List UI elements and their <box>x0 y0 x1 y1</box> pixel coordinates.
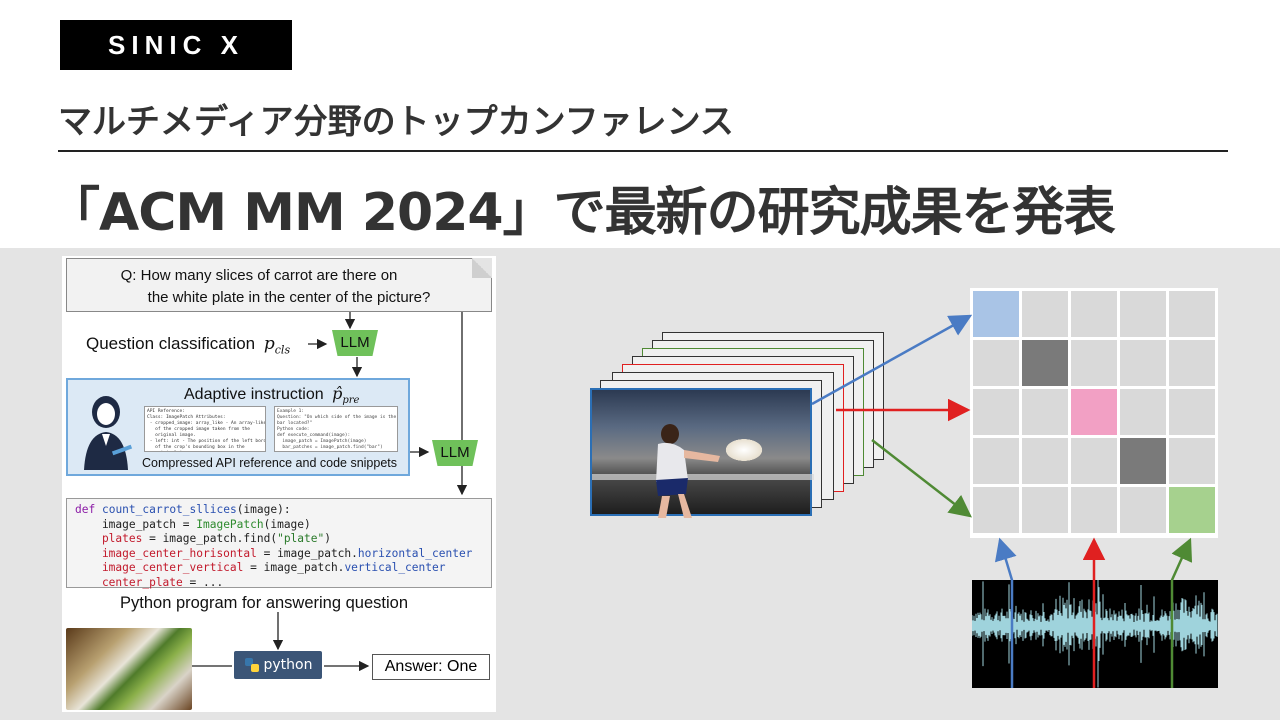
grid-cell <box>1022 438 1068 484</box>
player-silhouette <box>592 424 814 518</box>
grid-cell <box>1022 340 1068 386</box>
grid-cell <box>1169 389 1215 435</box>
grid-cell <box>1120 340 1166 386</box>
grid-cell <box>1022 389 1068 435</box>
divider <box>58 150 1228 152</box>
method-diagram: Q: How many slices of carrot are there o… <box>62 256 496 712</box>
audio-waveform <box>971 557 1218 688</box>
question-line-1: Q: How many slices of carrot are there o… <box>120 267 398 284</box>
compressed-api-label: Compressed API reference and code snippe… <box>142 456 398 470</box>
grid-cell <box>973 291 1019 337</box>
page-fold-icon <box>472 258 492 278</box>
python-icon <box>244 658 259 672</box>
api-reference-snippet: API Reference: Class: ImagePatch Attribu… <box>144 406 266 452</box>
adaptive-instruction-box: Adaptive instruction p̂pre API Reference… <box>66 378 410 476</box>
grid-cell <box>973 487 1019 533</box>
food-plate-photo <box>66 628 192 710</box>
generated-code-block: def count_carrot_sllices(image): image_p… <box>66 498 492 589</box>
grid-cell <box>1120 291 1166 337</box>
question-classification-label: Question classification pcls <box>86 334 291 357</box>
adaptive-instruction-title: Adaptive instruction p̂pre <box>184 384 360 407</box>
grid-cell <box>1169 487 1215 533</box>
grid-cell <box>1071 438 1117 484</box>
python-logo: python <box>234 651 322 679</box>
llm-block-generator: LLM <box>432 440 478 466</box>
waveform-plot <box>971 557 1218 688</box>
page-subtitle: マルチメディア分野のトップカンファレンス <box>58 102 734 142</box>
grid-cell <box>1120 438 1166 484</box>
question-box: Q: How many slices of carrot are there o… <box>66 258 492 312</box>
grid-cell <box>1022 487 1068 533</box>
grid-cell <box>1120 389 1166 435</box>
grid-cell <box>1120 487 1166 533</box>
grid-cell <box>1071 340 1117 386</box>
grid-cell <box>973 340 1019 386</box>
grid-cell <box>973 438 1019 484</box>
answer-box: Answer: One <box>372 654 490 680</box>
question-line-2: the white plate in the center of the pic… <box>147 289 431 306</box>
python-program-label: Python program for answering question <box>120 594 408 612</box>
token-grid <box>970 288 1218 538</box>
page-title: 「ACM MM 2024」で最新の研究成果を発表 <box>48 183 1116 243</box>
waveform-trace <box>971 557 1218 688</box>
llm-block-classifier: LLM <box>332 330 378 356</box>
table-tennis-photo <box>590 388 814 518</box>
sinicx-logo: SINIC X <box>60 20 292 70</box>
grid-cell <box>1169 291 1215 337</box>
grid-cell <box>1071 389 1117 435</box>
grid-cell <box>1071 291 1117 337</box>
grid-cell <box>1169 340 1215 386</box>
grid-cell <box>1169 438 1215 484</box>
grid-cell <box>973 389 1019 435</box>
grid-cell <box>1071 487 1117 533</box>
instructor-avatar-icon <box>84 396 133 470</box>
grid-cell <box>1022 291 1068 337</box>
code-example-snippet: Example 1: Question: "On which side of t… <box>274 406 398 452</box>
